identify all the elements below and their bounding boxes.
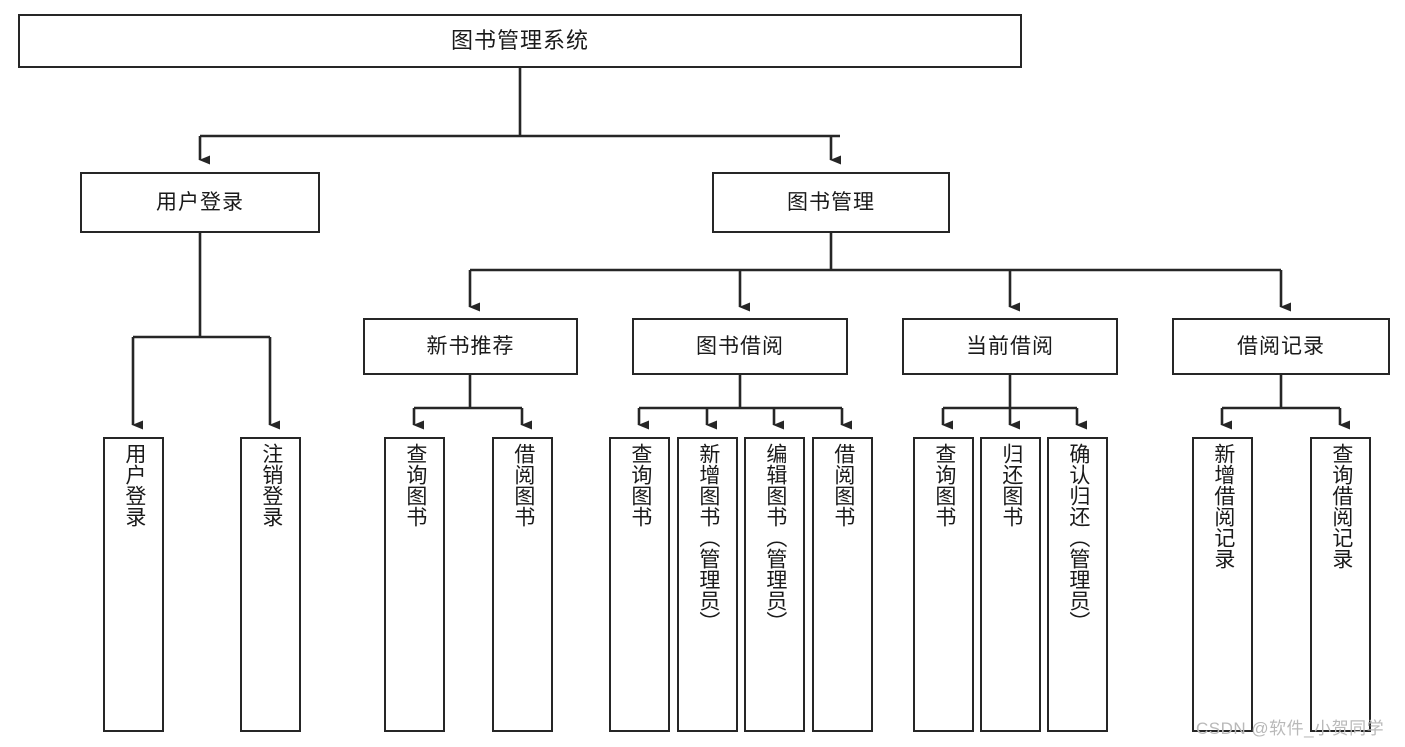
node-label: 新增图书（管理员） <box>696 443 720 632</box>
node-label: 查询图书 <box>403 443 427 527</box>
node-label: 借阅图书 <box>511 443 535 527</box>
node-leaf-borrow-book-recommend[interactable]: 借阅图书 <box>492 437 553 732</box>
node-label: 当前借阅 <box>966 334 1054 358</box>
node-label: 编辑图书（管理员） <box>763 443 787 632</box>
watermark-text: CSDN @软件_小贺同学 <box>1196 719 1385 738</box>
node-label: 新增借阅记录 <box>1211 443 1235 569</box>
node-label: 图书管理系统 <box>450 27 589 53</box>
node-leaf-query-book-recommend[interactable]: 查询图书 <box>384 437 445 732</box>
node-label: 图书借阅 <box>696 334 784 358</box>
node-borrow-record[interactable]: 借阅记录 <box>1172 318 1390 375</box>
node-leaf-return-book[interactable]: 归还图书 <box>980 437 1041 732</box>
node-leaf-query-borrow-record[interactable]: 查询借阅记录 <box>1310 437 1371 732</box>
node-label: 注销登录 <box>259 443 283 527</box>
node-label: 查询图书 <box>628 443 652 527</box>
node-label: 查询图书 <box>932 443 956 527</box>
node-book-borrow[interactable]: 图书借阅 <box>632 318 848 375</box>
node-label: 图书管理 <box>787 190 875 214</box>
node-label: 借阅图书 <box>831 443 855 527</box>
node-leaf-add-book[interactable]: 新增图书（管理员） <box>677 437 738 732</box>
node-book-management-system[interactable]: 图书管理系统 <box>18 14 1022 68</box>
node-label: 查询借阅记录 <box>1329 443 1353 569</box>
node-label: 借阅记录 <box>1237 334 1325 358</box>
node-user-login[interactable]: 用户登录 <box>80 172 320 233</box>
node-leaf-logout-login[interactable]: 注销登录 <box>240 437 301 732</box>
node-leaf-edit-book[interactable]: 编辑图书（管理员） <box>744 437 805 732</box>
node-label: 新书推荐 <box>426 334 515 358</box>
node-new-book-recommend[interactable]: 新书推荐 <box>363 318 578 375</box>
node-leaf-add-borrow-record[interactable]: 新增借阅记录 <box>1192 437 1253 732</box>
node-leaf-confirm-return[interactable]: 确认归还（管理员） <box>1047 437 1108 732</box>
node-current-borrow[interactable]: 当前借阅 <box>902 318 1118 375</box>
node-label: 用户登录 <box>122 443 146 527</box>
node-label: 用户登录 <box>156 190 244 214</box>
node-leaf-user-login[interactable]: 用户登录 <box>103 437 164 732</box>
node-label: 确认归还（管理员） <box>1066 443 1090 632</box>
node-leaf-borrow-book[interactable]: 借阅图书 <box>812 437 873 732</box>
node-leaf-query-book-current[interactable]: 查询图书 <box>913 437 974 732</box>
node-label: 归还图书 <box>999 443 1023 527</box>
node-book-management[interactable]: 图书管理 <box>712 172 950 233</box>
node-leaf-query-book-borrow[interactable]: 查询图书 <box>609 437 670 732</box>
